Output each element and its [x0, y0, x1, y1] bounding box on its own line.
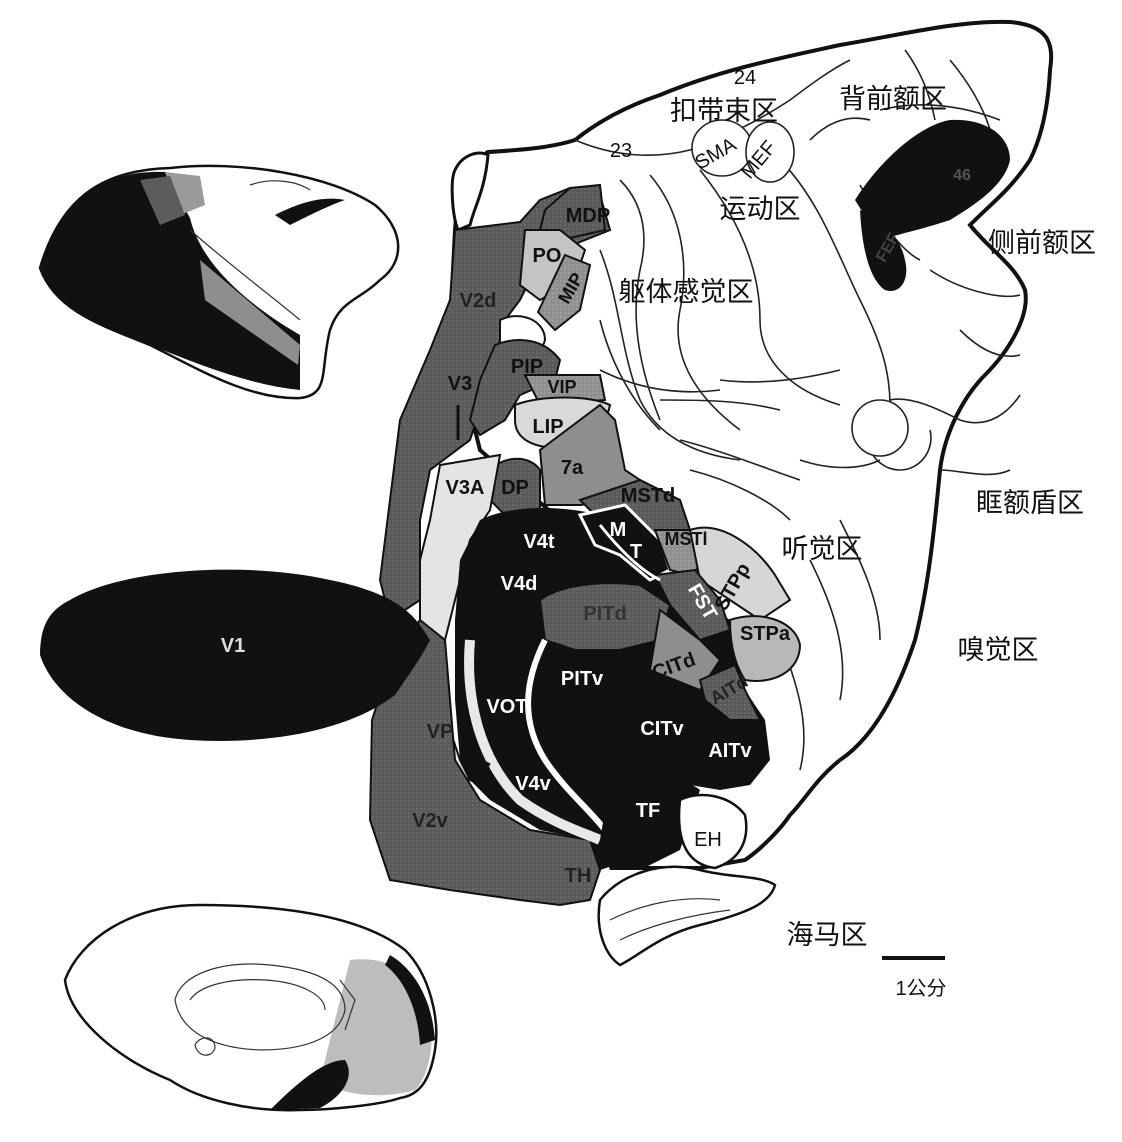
label-23: 23 [610, 140, 632, 162]
pitd-area [538, 582, 672, 651]
label-v2d: V2d [460, 290, 497, 312]
label-olfactory: 嗅觉区 [958, 635, 1039, 666]
eh-area [677, 793, 748, 870]
label-vot: VOT [486, 696, 527, 718]
label-v2v: V2v [412, 810, 448, 832]
label-somatosensory: 躯体感觉区 [619, 277, 754, 308]
label-tf: TF [636, 800, 660, 822]
label-mstl: MSTl [665, 529, 708, 549]
label-24: 24 [734, 67, 756, 89]
fef-area [860, 210, 907, 291]
label-pip: PIP [511, 356, 543, 378]
label-v3: V3 [448, 373, 472, 395]
v1-area [40, 569, 430, 741]
label-lateral-prefrontal: 侧前额区 [988, 228, 1096, 259]
label-mdp: MDP [566, 205, 610, 227]
label-orbitofrontal: 眶额盾区 [976, 488, 1084, 519]
label-v3a: V3A [446, 477, 485, 499]
label-eh: EH [694, 829, 722, 851]
medial-brain-inset [63, 903, 438, 1112]
label-vp: VP [427, 721, 454, 743]
label-vip: VIP [547, 377, 576, 397]
flattened-cortex [368, 19, 1054, 967]
label-hippocampal: 海马区 [787, 920, 868, 951]
stpa-area [728, 615, 802, 682]
label-pitv: PITv [561, 668, 604, 690]
hippocampus-tail [597, 865, 777, 967]
label-th: TH [565, 865, 592, 887]
label-auditory: 听觉区 [782, 534, 863, 565]
label-motor: 运动区 [720, 194, 801, 225]
area-46 [855, 119, 1010, 240]
scale-bar: 1公分 [882, 956, 947, 1000]
mip-area [536, 253, 592, 332]
label-po: PO [533, 245, 562, 267]
label-stpa: STPa [740, 623, 791, 645]
label-v1: V1 [221, 635, 245, 657]
label-t: T [630, 541, 642, 563]
label-v4v: V4v [515, 773, 551, 795]
mef-area [745, 121, 795, 183]
region-label-layer: 扣带束区 背前额区 侧前额区 运动区 躯体感觉区 眶额盾区 听觉区 嗅觉区 海马… [619, 84, 1097, 951]
label-aitv: AITv [708, 740, 752, 762]
label-pitd: PITd [583, 603, 626, 625]
label-mstd: MSTd [621, 485, 675, 507]
label-cingulate: 扣带束区 [670, 96, 778, 127]
aitd-area [698, 663, 762, 721]
pip-area [468, 339, 562, 437]
tf-area [600, 774, 700, 870]
label-m: M [610, 519, 627, 541]
label-citv: CITv [640, 718, 684, 740]
scale-bar-label: 1公分 [895, 977, 946, 1000]
label-lip: LIP [532, 416, 563, 438]
label-7a: 7a [561, 457, 584, 479]
label-46: 46 [953, 167, 971, 184]
label-dp: DP [501, 477, 529, 499]
lateral-brain-inset [38, 164, 400, 400]
label-v4t: V4t [523, 531, 554, 553]
label-v4d: V4d [501, 573, 538, 595]
label-dorsal-prefrontal: 背前额区 [839, 84, 947, 115]
